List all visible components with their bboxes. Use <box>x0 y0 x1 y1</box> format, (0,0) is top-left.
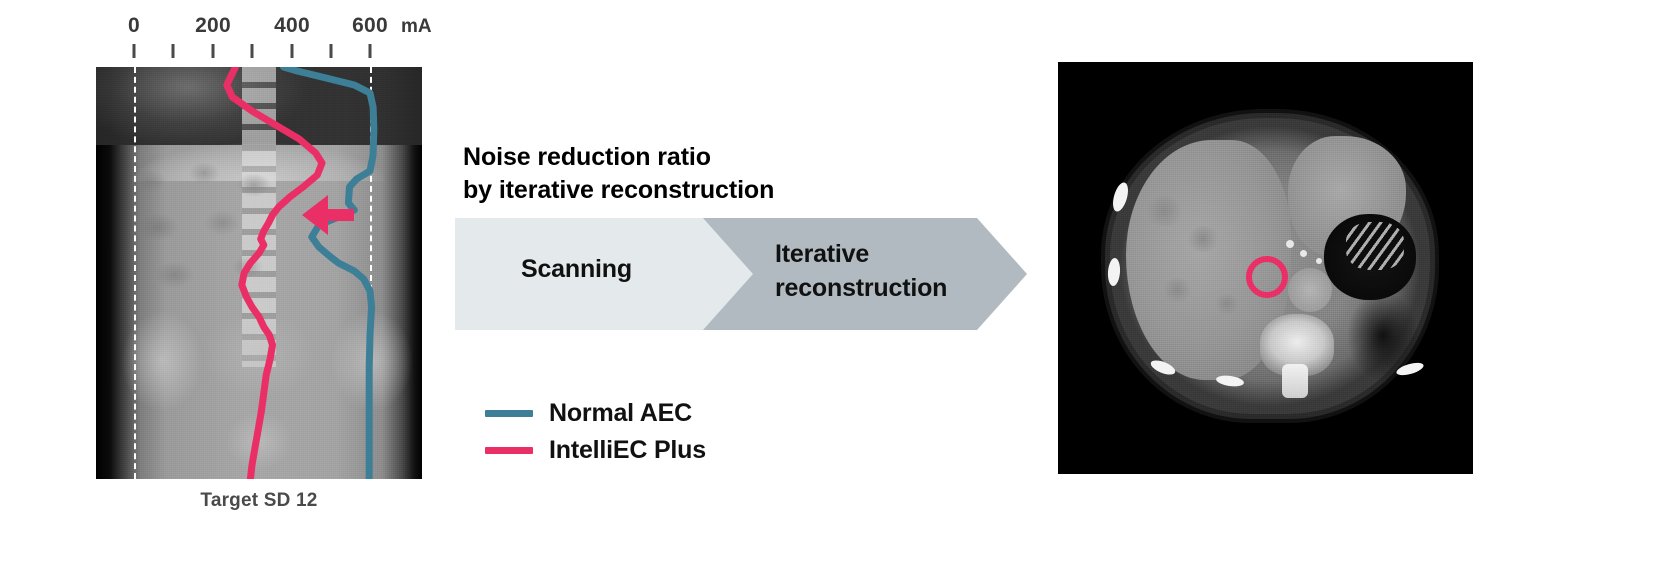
axis-tick-label-600: 600 <box>352 14 388 37</box>
scanogram-panel: 0 200 400 600 mA <box>96 12 432 532</box>
axis-tick-300 <box>250 44 254 58</box>
section-heading: Noise reduction ratio by iterative recon… <box>463 141 1033 208</box>
reference-line-600ma <box>370 67 372 479</box>
ct-body-outline <box>1107 118 1430 414</box>
axis-tick-500 <box>329 44 333 58</box>
ct-liver-lesion <box>1186 226 1220 252</box>
heading-line-2: by iterative reconstruction <box>463 176 775 205</box>
ct-image-grain <box>1058 62 1473 474</box>
legend-swatch-normal-aec <box>485 410 533 417</box>
ma-axis: 0 200 400 600 mA <box>96 12 432 67</box>
axis-tick-0 <box>132 44 136 58</box>
legend-swatch-intellec-plus <box>485 447 533 454</box>
heading-line-1: Noise reduction ratio <box>463 143 711 171</box>
scanogram-pelvis <box>104 309 414 479</box>
axis-tick-600 <box>368 44 372 58</box>
curve-normal-aec <box>280 67 378 479</box>
ct-liver-lesion <box>1214 294 1240 314</box>
axis-tick-label-200: 200 <box>195 14 231 37</box>
legend-label-normal-aec: Normal AEC <box>549 399 692 427</box>
reference-line-0ma <box>134 67 136 479</box>
center-panel: Noise reduction ratio by iterative recon… <box>455 0 1045 561</box>
axis-tick-label-0: 0 <box>128 14 140 37</box>
axis-tick-400 <box>290 44 294 58</box>
axis-tick-200 <box>211 44 215 58</box>
curve-intellec-plus <box>223 67 326 479</box>
scanogram-bowel <box>118 163 298 313</box>
legend-label-intellec-plus: IntelliEC Plus <box>549 436 706 464</box>
legend-item-normal-aec: Normal AEC <box>485 395 885 432</box>
ct-liver-lesion <box>1162 278 1192 302</box>
process-banner <box>455 218 1027 330</box>
scanogram-image <box>96 67 422 479</box>
ct-vessel <box>1286 240 1294 248</box>
ct-image <box>1058 62 1473 474</box>
axis-unit-label: mA <box>401 16 432 37</box>
annotation-arrow-icon <box>302 195 354 235</box>
banner-step-iterative-shape <box>703 218 1027 330</box>
chart-legend: Normal AEC IntelliEC Plus <box>485 395 885 469</box>
axis-tick-label-400: 400 <box>274 14 310 37</box>
banner-step-scanning-shape <box>455 218 767 330</box>
axis-tick-100 <box>171 44 175 58</box>
legend-item-intellec-plus: IntelliEC Plus <box>485 432 885 469</box>
ma-curves <box>223 67 378 479</box>
ct-spinous-process <box>1282 364 1308 398</box>
ct-bowel-gas <box>1346 222 1404 270</box>
target-sd-caption: Target SD 12 <box>200 490 318 511</box>
ct-vessel <box>1300 250 1307 257</box>
ct-roi-marker-icon <box>1246 256 1288 298</box>
ct-aorta <box>1288 268 1332 312</box>
ct-liver-lesion <box>1144 196 1184 226</box>
ct-vessel <box>1316 258 1322 264</box>
